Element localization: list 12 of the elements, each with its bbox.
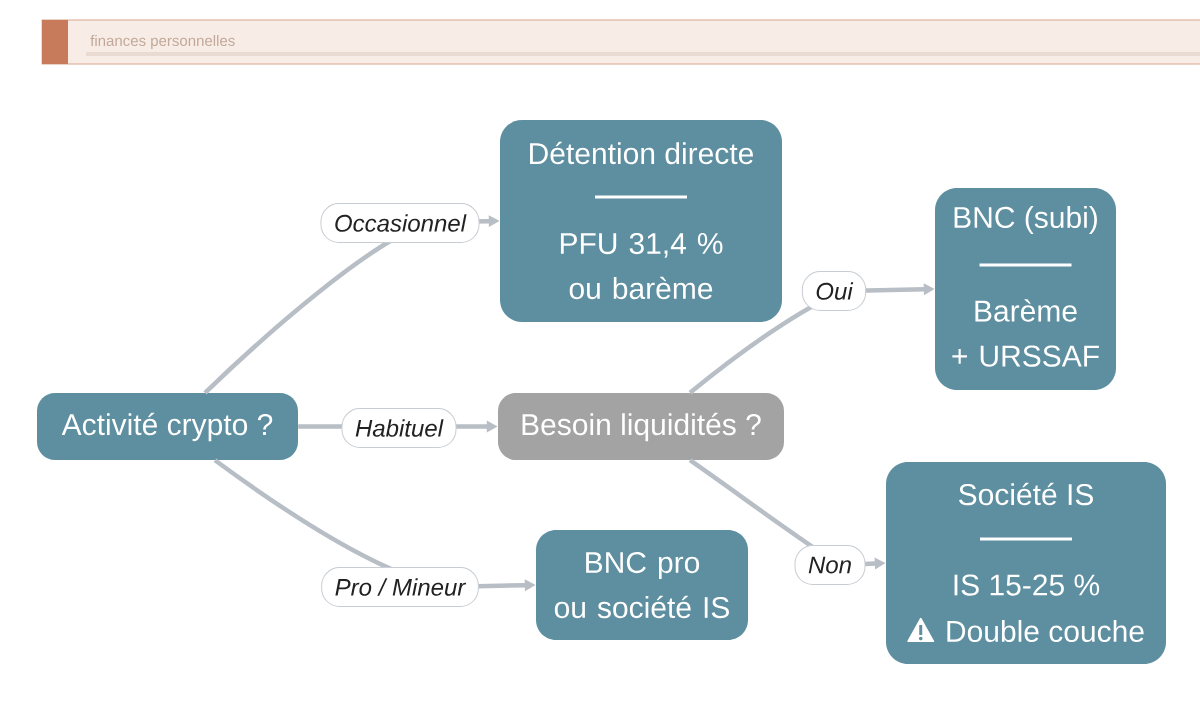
edge-label: Non bbox=[794, 545, 866, 585]
edge-label: Occasionnel bbox=[320, 203, 480, 243]
tagline: finances personnelles bbox=[90, 35, 235, 49]
edge-label: Oui bbox=[801, 271, 867, 311]
edge-label: Habituel bbox=[341, 408, 457, 448]
edge-label: Pro / Mineur bbox=[321, 567, 479, 607]
result-box: Société IS IS 15-25 % Double couche bbox=[886, 462, 1166, 664]
question-box: Besoin liquidités ? bbox=[498, 393, 784, 460]
question-box: Activité crypto ? bbox=[37, 393, 298, 460]
result-box: BNC (subi) Barème + URSSAF bbox=[935, 188, 1116, 390]
result-box: BNC pro ou société IS bbox=[536, 530, 748, 640]
result-box: Détention directe PFU 31,4 % ou barème bbox=[500, 120, 782, 322]
